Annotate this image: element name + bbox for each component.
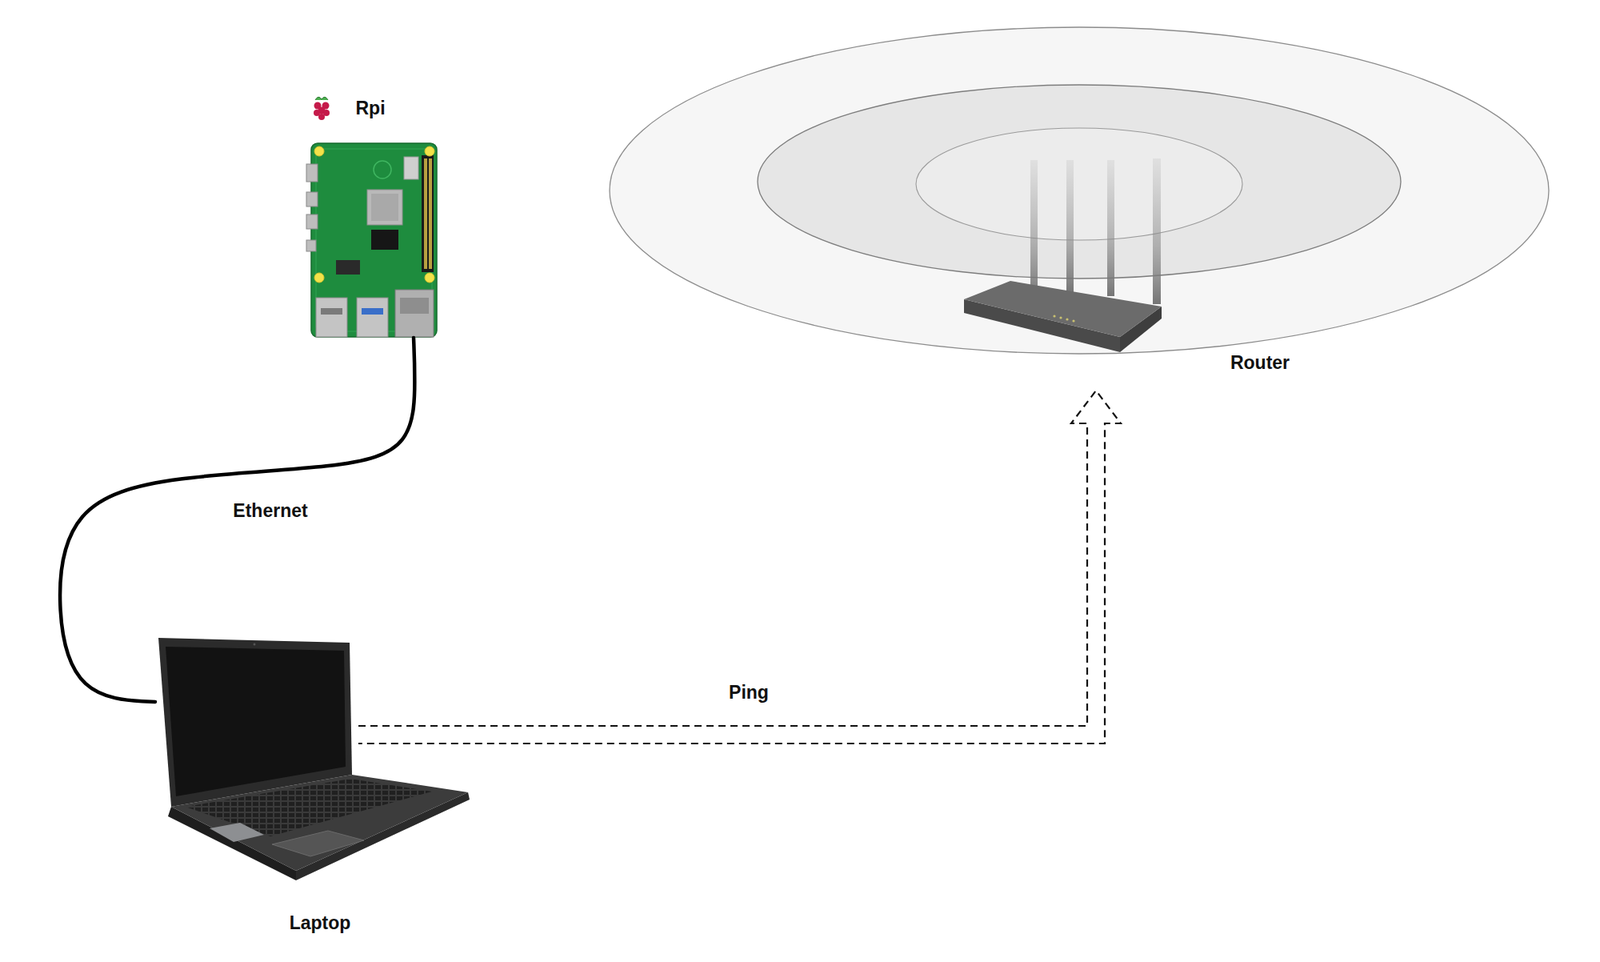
raspberry-icon [313, 96, 330, 120]
rpi-node: Rpi [308, 94, 443, 338]
router-leds [1072, 319, 1075, 322]
connector-path [60, 337, 415, 702]
processor [367, 189, 403, 225]
wifi-coverage [609, 27, 1549, 354]
coverage-inner [916, 128, 1243, 240]
router-top [964, 280, 1162, 337]
gpio-pins [428, 158, 432, 269]
chip [336, 260, 360, 275]
ethernet-cable [60, 337, 415, 702]
laptop-node: Laptop [155, 632, 359, 941]
side-ports [306, 192, 318, 207]
usb-port [316, 297, 348, 337]
webcam [253, 643, 256, 646]
usb-slot [361, 308, 384, 315]
node-label: Laptop [289, 912, 352, 935]
gpio-header [421, 155, 434, 272]
touchpad [272, 830, 364, 856]
antenna [1152, 158, 1161, 304]
usb-port [356, 297, 388, 337]
antenna [1066, 160, 1074, 292]
router-leds [1065, 317, 1068, 320]
router-leds [1052, 314, 1056, 317]
router-leds [1059, 316, 1062, 319]
ethernet-port [395, 289, 434, 337]
wifi-shield [404, 156, 419, 180]
laptop-lid [158, 637, 352, 807]
mounting-hole [314, 146, 435, 283]
raspberry-icon [318, 113, 325, 120]
palm-sticker [209, 822, 264, 842]
router-illustration [964, 158, 1162, 352]
rpi-board [306, 143, 437, 337]
coverage-middle [757, 84, 1401, 279]
side-ports [306, 164, 318, 182]
mounting-hole [314, 146, 324, 156]
mounting-hole [424, 146, 435, 156]
node-label: Rpi [355, 97, 385, 120]
connector-path [358, 390, 1121, 744]
ping-arrow [358, 390, 1121, 744]
logo-mark [373, 160, 392, 179]
usb-slot [320, 308, 343, 315]
antenna [1030, 160, 1038, 298]
side-ports [306, 240, 316, 252]
laptop-screen [165, 646, 346, 796]
coverage-outer [609, 27, 1549, 354]
mounting-hole [424, 272, 435, 283]
ethernet-port-detail [400, 297, 429, 314]
side-ports [306, 214, 318, 229]
router-node: Router [960, 272, 1320, 391]
ram-chip [371, 229, 399, 250]
processor-lid [371, 193, 399, 221]
raspberry-icon [315, 96, 328, 100]
connector-label: Ethernet [229, 500, 311, 523]
side-ports [306, 164, 318, 252]
gpio-pins [424, 158, 432, 269]
connector-label: Ping [725, 681, 772, 704]
laptop-illustration [158, 637, 470, 880]
antenna [1107, 160, 1115, 296]
node-label: Router [1230, 352, 1290, 375]
mounting-hole [314, 272, 324, 283]
router-leds [1052, 314, 1075, 322]
pcb [311, 143, 437, 337]
gpio-pins [424, 158, 428, 269]
